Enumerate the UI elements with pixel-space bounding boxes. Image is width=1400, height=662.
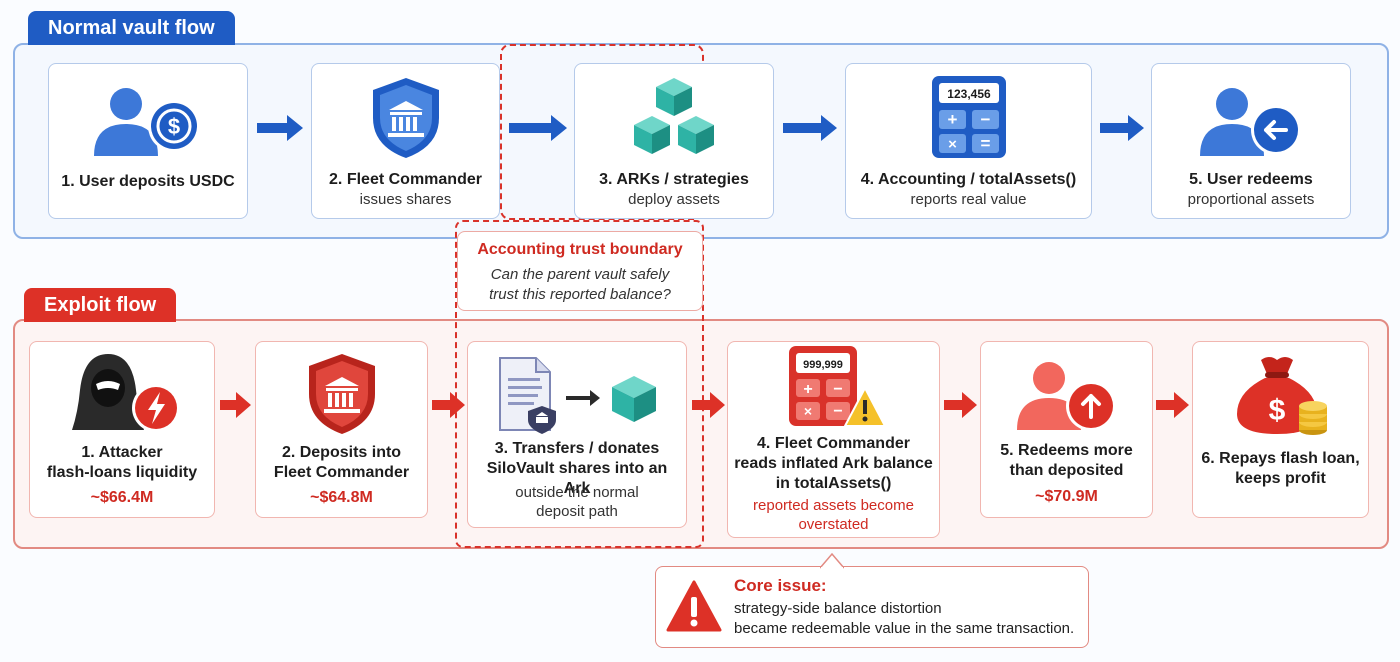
warning-icon: [666, 580, 722, 632]
normal-step-2: 2. Fleet Commander issues shares: [311, 63, 500, 219]
exploit-step-5: 5. Redeems more than deposited ~$70.9M: [980, 341, 1153, 518]
exploit-step-3-note-line-1: outside the normal: [515, 484, 639, 501]
trust-boundary-question-line-2: trust this reported balance?: [489, 286, 671, 303]
normal-step-3-subtitle: deploy assets: [628, 191, 720, 208]
normal-step-5-title: 5. User redeems: [1189, 171, 1313, 188]
exploit-step-1: 1. Attacker flash-loans liquidity ~$66.4…: [29, 341, 215, 518]
exploit-step-1-amount: ~$66.4M: [90, 489, 154, 506]
exploit-step-5-title-line-2: than deposited: [1009, 462, 1124, 479]
normal-step-1-title: 1. User deposits USDC: [61, 173, 235, 190]
trust-boundary-outline: [455, 220, 704, 548]
exploit-step-3-title-line-1: 3. Transfers / donates: [494, 440, 660, 457]
cubes-icon: [575, 76, 773, 162]
svg-text:=: =: [980, 134, 990, 153]
money-bag-icon: $: [1193, 352, 1368, 438]
trust-boundary-question-line-1: Can the parent vault safely: [490, 266, 670, 283]
exploit-step-2-title-line-2: Fleet Commander: [273, 464, 410, 481]
calculator-icon: 123,456 + − × =: [846, 74, 1091, 160]
exploit-step-1-title-line-1: 1. Attacker: [81, 444, 163, 461]
core-issue-title: Core issue:: [734, 576, 827, 595]
svg-text:+: +: [947, 110, 957, 129]
normal-step-3-title: 3. ARKs / strategies: [599, 171, 749, 188]
normal-arrow-1: [257, 115, 303, 141]
exploit-step-4-title-line-1: 4. Fleet Commander: [757, 435, 910, 452]
document-to-cube-icon: [468, 354, 686, 434]
svg-text:×: ×: [803, 403, 811, 419]
user-redeem-more-icon: [981, 354, 1152, 434]
svg-text:×: ×: [948, 136, 957, 153]
normal-step-2-subtitle: issues shares: [359, 191, 452, 208]
exploit-step-6-title-line-2: keeps profit: [1235, 470, 1326, 487]
core-issue-line-1: strategy-side balance distortion: [734, 600, 942, 617]
red-shield-bank-icon: [256, 352, 427, 436]
trust-boundary-title: Accounting trust boundary: [477, 241, 683, 258]
user-deposit-icon: $: [49, 78, 247, 158]
exploit-step-3: 3. Transfers / donates SiloVault shares …: [467, 341, 687, 528]
shield-bank-icon: [312, 76, 499, 160]
exploit-step-5-amount: ~$70.9M: [1035, 488, 1098, 505]
exploit-flow-title: Exploit flow: [24, 288, 177, 322]
exploit-step-2-amount: ~$64.8M: [310, 489, 373, 506]
normal-step-1: $ 1. User deposits USDC: [48, 63, 248, 219]
svg-text:+: +: [803, 381, 812, 398]
exploit-arrow-1: [220, 392, 251, 418]
red-calculator-warning-icon: 999,999 + − × −: [728, 344, 939, 430]
exploit-step-4-note-line-1: reported assets become: [753, 497, 914, 514]
exploit-step-4-note-line-2: overstated: [798, 516, 869, 533]
user-redeem-icon: [1152, 78, 1350, 158]
trust-boundary-callout: Accounting trust boundary Can the parent…: [457, 231, 703, 311]
normal-arrow-4: [1100, 115, 1144, 141]
exploit-step-4: 999,999 + − × − 4. Fleet Commander reads…: [727, 341, 940, 538]
svg-text:$: $: [1268, 394, 1285, 427]
exploit-flow-panel: [13, 319, 1389, 549]
exploit-arrow-4: [944, 392, 977, 418]
normal-step-4: 123,456 + − × = 4. Accounting / totalAss…: [845, 63, 1092, 219]
exploit-step-4-title-line-3: in totalAssets(): [775, 475, 892, 492]
callout-pointer-icon: [820, 553, 844, 569]
exploit-step-6: $ 6. Repays flash loan, keeps profit: [1192, 341, 1369, 518]
core-issue-callout: Core issue: strategy-side balance distor…: [655, 553, 1089, 648]
normal-step-4-subtitle: reports real value: [910, 191, 1027, 208]
exploit-step-5-title-line-1: 5. Redeems more: [1000, 442, 1133, 459]
exploit-step-2-title-line-1: 2. Deposits into: [281, 444, 402, 461]
red-calculator-display: 999,999: [803, 359, 843, 371]
normal-step-5-subtitle: proportional assets: [1187, 191, 1315, 208]
normal-step-3: 3. ARKs / strategies deploy assets: [574, 63, 774, 219]
exploit-arrow-2: [432, 392, 465, 418]
normal-flow-title: Normal vault flow: [28, 11, 235, 45]
calculator-display: 123,456: [947, 87, 991, 101]
exploit-step-6-title-line-1: 6. Repays flash loan,: [1201, 450, 1360, 467]
svg-text:−: −: [833, 381, 842, 398]
normal-arrow-2: [509, 115, 567, 141]
exploit-step-2: 2. Deposits into Fleet Commander ~$64.8M: [255, 341, 428, 518]
exploit-arrow-5: [1156, 392, 1189, 418]
normal-step-2-title: 2. Fleet Commander: [329, 171, 482, 188]
trust-boundary-question: Can the parent vault safely trust this r…: [468, 265, 692, 305]
svg-text:$: $: [168, 114, 180, 139]
exploit-step-3-note-line-2: deposit path: [536, 503, 618, 520]
exploit-step-3-title-line-2: SiloVault shares into an Ark: [486, 460, 668, 497]
exploit-step-1-title-line-2: flash-loans liquidity: [46, 464, 198, 481]
normal-arrow-3: [783, 115, 837, 141]
svg-text:−: −: [833, 403, 842, 420]
normal-step-5: 5. User redeems proportional assets: [1151, 63, 1351, 219]
svg-text:−: −: [980, 110, 990, 129]
exploit-arrow-3: [692, 392, 725, 418]
normal-step-4-title: 4. Accounting / totalAssets(): [860, 171, 1077, 188]
hooded-attacker-icon: [30, 350, 214, 434]
core-issue-line-2: became redeemable value in the same tran…: [734, 620, 1075, 637]
exploit-step-4-title-line-2: reads inflated Ark balance: [734, 455, 933, 472]
